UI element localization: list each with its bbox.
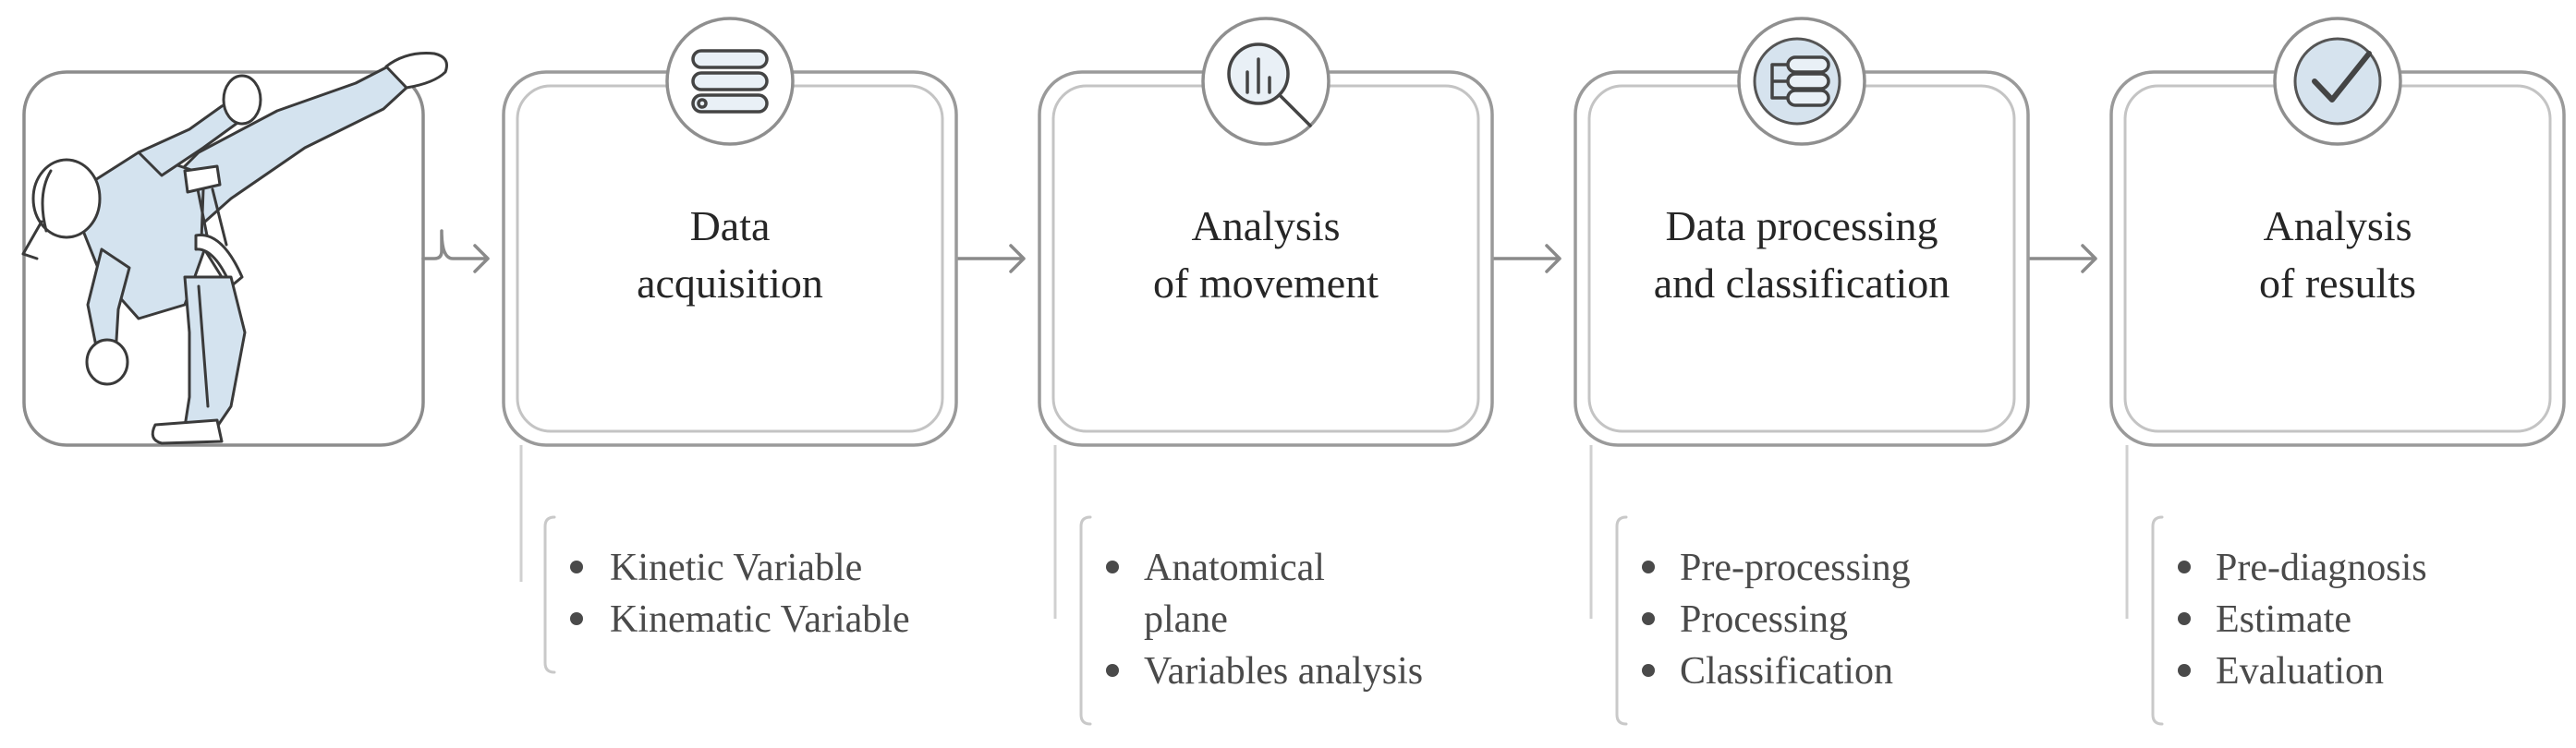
step-title-line-1: Analysis	[1192, 202, 1341, 249]
arrow-1	[421, 229, 490, 273]
bullet-anatomical-plane-line-1: Anatomical	[1144, 547, 1325, 589]
classification-tree-icon	[1753, 37, 1841, 126]
chart-magnifier-icon	[1227, 42, 1312, 127]
flow-arrows	[421, 229, 2097, 273]
bullet-pre-processing: Pre-processing	[1680, 547, 1911, 589]
arrow-2	[955, 244, 1026, 273]
step-analysis-of-movement: Analysis of movement Anatomical plane Va…	[1038, 17, 1494, 726]
step-title-line-2: and classification	[1654, 259, 1950, 307]
step-data-processing-and-classification: Data processing and classification Pre-p…	[1574, 17, 2030, 726]
database-list-icon	[691, 49, 769, 114]
karate-illustration-panel	[21, 52, 448, 447]
step-title-line-1: Data	[690, 202, 771, 249]
bullet-variables-analysis: Variables analysis	[1144, 650, 1423, 693]
arrow-3	[1491, 244, 1561, 273]
arrow-4	[2027, 244, 2097, 273]
step-analysis-of-results: Analysis of results Pre-diagnosis Estima…	[2109, 17, 2566, 726]
bullet-estimate: Estimate	[2216, 598, 2351, 641]
karate-kick-figure	[21, 52, 448, 445]
bullet-anatomical-plane-line-2: plane	[1144, 598, 1228, 641]
bullet-classification: Classification	[1680, 650, 1893, 693]
bullet-evaluation: Evaluation	[2216, 650, 2384, 693]
checkmark-icon	[2293, 37, 2382, 126]
bullet-kinetic-variable: Kinetic Variable	[610, 547, 862, 589]
step-title-line-1: Analysis	[2264, 202, 2412, 249]
step-title-line-2: of movement	[1153, 259, 1379, 307]
step-title-line-2: of results	[2259, 259, 2416, 307]
bullet-pre-diagnosis: Pre-diagnosis	[2216, 547, 2427, 589]
bullet-kinematic-variable: Kinematic Variable	[610, 598, 910, 641]
step-title-line-2: acquisition	[637, 259, 823, 307]
step-title-line-1: Data processing	[1665, 202, 1938, 249]
step-data-acquisition: Data acquisition Kinetic Variable Kinema…	[502, 17, 958, 674]
bullet-processing: Processing	[1680, 598, 1848, 641]
